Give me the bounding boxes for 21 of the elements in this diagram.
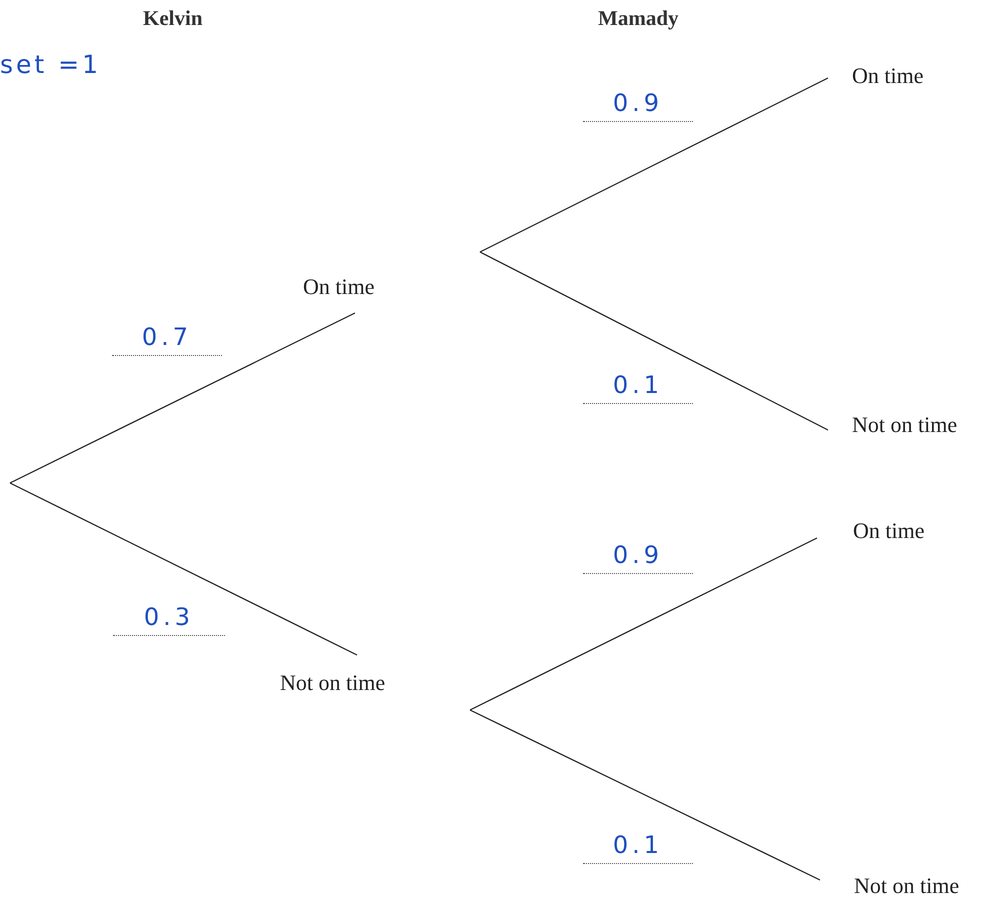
edge-label: 0.9 bbox=[583, 88, 693, 122]
edge-label: 0.9 bbox=[583, 540, 693, 574]
outcome-label: On time bbox=[852, 517, 926, 545]
outcome-label: Not on time bbox=[851, 411, 958, 439]
outcome-label: On time bbox=[302, 273, 376, 301]
tree-branch bbox=[470, 709, 820, 881]
tree-branch bbox=[10, 312, 356, 484]
column-heading: Mamady bbox=[598, 6, 678, 31]
edge-label: 0.7 bbox=[112, 322, 222, 356]
tree-branch bbox=[480, 251, 828, 431]
edge-label: 0.1 bbox=[583, 370, 693, 404]
tree-branch bbox=[10, 482, 358, 656]
tree-branch bbox=[480, 77, 828, 253]
outcome-label: Not on time bbox=[279, 669, 386, 697]
handwritten-note: set =1 bbox=[0, 50, 102, 79]
tree-branch bbox=[470, 537, 818, 711]
edge-label: 0.3 bbox=[113, 602, 225, 636]
outcome-label: Not on time bbox=[853, 873, 960, 898]
column-heading: Kelvin bbox=[143, 6, 203, 31]
edge-label: 0.1 bbox=[583, 830, 693, 864]
outcome-label: On time bbox=[851, 62, 924, 90]
